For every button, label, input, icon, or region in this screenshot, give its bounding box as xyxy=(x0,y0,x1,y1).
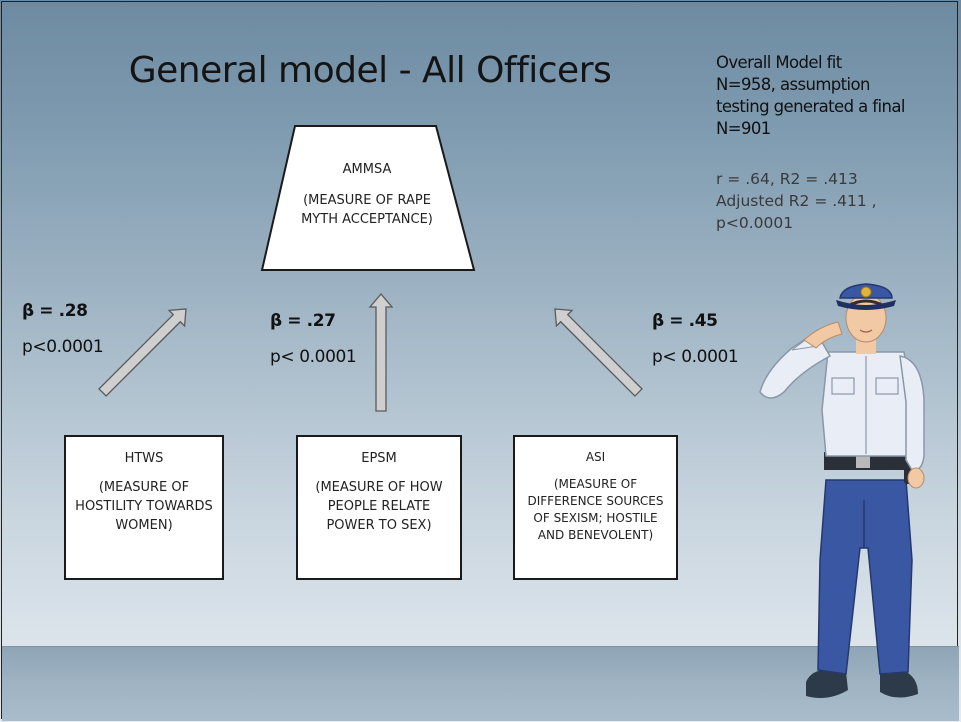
model-fit-header: Overall Model fit N=958, assumption test… xyxy=(716,52,946,140)
p-value: p< 0.0001 xyxy=(652,347,739,367)
floor-band xyxy=(2,646,959,721)
beta-value: β = .27 xyxy=(270,311,336,331)
fit-line-3: testing generated a final xyxy=(716,97,905,116)
outcome-name: AMMSA xyxy=(342,162,392,177)
outcome-label: AMMSA (MEASURE OF RAPE MYTH ACCEPTANCE) xyxy=(282,160,452,229)
outcome-description: (MEASURE OF RAPE MYTH ACCEPTANCE) xyxy=(301,193,433,227)
arrow-asi xyxy=(554,308,643,397)
arrow-epsm xyxy=(368,292,394,412)
beta-value: β = .28 xyxy=(22,301,88,321)
predictor-name: ASI xyxy=(585,450,606,464)
predictor-description: (MEASURE OF HOSTILITY TOWARDS WOMEN) xyxy=(75,480,213,533)
slide-title: General model - All Officers xyxy=(128,50,612,91)
fit-line-2: N=958, assumption xyxy=(716,75,870,94)
fit-line-1: Overall Model fit xyxy=(716,53,842,72)
p-value: p<0.0001 xyxy=(22,337,104,357)
beta-label-htws: β = .28 p<0.0001 xyxy=(22,300,104,358)
predictor-name: HTWS xyxy=(124,451,164,466)
beta-label-epsm: β = .27 p< 0.0001 xyxy=(270,310,357,368)
predictor-description: (MEASURE OF DIFFERENCE SOURCES OF SEXISM… xyxy=(527,477,664,542)
predictor-box-htws: HTWS (MEASURE OF HOSTILITY TOWARDS WOMEN… xyxy=(64,435,224,580)
stats-line-3: p<0.0001 xyxy=(716,214,794,232)
outcome-trapezoid xyxy=(260,125,476,271)
police-officer-illustration xyxy=(759,283,925,698)
p-value: p< 0.0001 xyxy=(270,347,357,367)
stats-line-2: Adjusted R2 = .411 , xyxy=(716,192,877,210)
model-fit-stats: r = .64, R2 = .413 Adjusted R2 = .411 , … xyxy=(716,168,946,234)
predictor-box-epsm: EPSM (MEASURE OF HOW PEOPLE RELATE POWER… xyxy=(296,435,462,580)
beta-value: β = .45 xyxy=(652,311,718,331)
predictor-box-asi: ASI (MEASURE OF DIFFERENCE SOURCES OF SE… xyxy=(513,435,678,580)
predictor-name: EPSM xyxy=(361,451,397,466)
beta-label-asi: β = .45 p< 0.0001 xyxy=(652,310,739,368)
predictor-description: (MEASURE OF HOW PEOPLE RELATE POWER TO S… xyxy=(315,480,443,533)
arrow-htws xyxy=(98,308,187,397)
fit-line-4: N=901 xyxy=(716,119,771,138)
stats-line-1: r = .64, R2 = .413 xyxy=(716,170,858,188)
